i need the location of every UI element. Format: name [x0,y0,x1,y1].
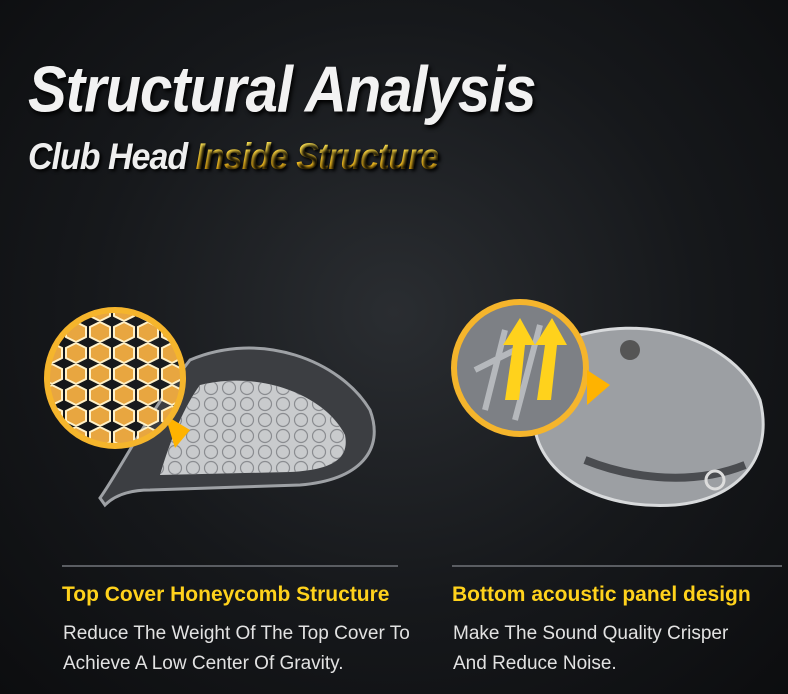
description-line: Achieve A Low Center Of Gravity. [63,653,344,674]
feature-description-honeycomb: Reduce The Weight Of The Top Cover To Ac… [63,619,410,679]
subtitle-part2: Inside Structure [195,136,440,178]
divider-right [452,565,782,567]
feature-description-acoustic: Make The Sound Quality Crisper And Reduc… [453,619,728,679]
page-title: Structural Analysis [28,53,536,126]
feature-heading-honeycomb: Top Cover Honeycomb Structure [62,583,390,606]
feature-heading-acoustic: Bottom acoustic panel design [452,583,751,606]
subtitle-part1: Club Head [28,136,188,178]
club-head-top-image [44,307,376,508]
description-line: Reduce The Weight Of The Top Cover To [63,623,410,644]
description-line: And Reduce Noise. [453,653,617,674]
divider-left [62,565,398,567]
page-subtitle: Club Head Inside Structure [28,136,440,179]
club-head-bottom-image [451,299,765,508]
description-line: Make The Sound Quality Crisper [453,623,729,644]
